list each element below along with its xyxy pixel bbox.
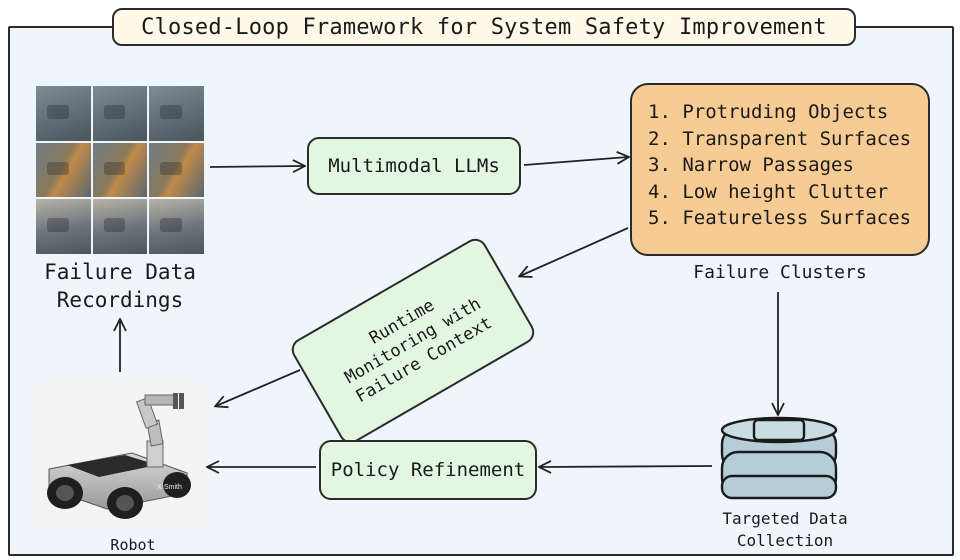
cluster-item: 3. Narrow Passages [648,154,854,176]
cluster-item: 4. Low height Clutter [648,180,889,203]
targeted-data-collection-label: Targeted Data Collection [700,508,870,552]
failure-clusters-label: Failure Clusters [693,262,867,283]
arrow-llm-to-clusters [523,157,628,166]
arrow-recordings-to-llm [209,166,304,167]
failure-recordings-label-line2: Recordings [56,288,184,312]
robot-brand-text: X-Smith [157,484,182,491]
arrow-database-to-policy [540,466,713,467]
arrow-runtime-to-robot [216,369,301,406]
cluster-item: 5. Featureless Surfaces [648,207,912,229]
recording-thumbnail [149,199,204,254]
cluster-item: 2. Transparent Surfaces [648,127,912,150]
multimodal-llms-box: Multimodal LLMs [307,137,521,195]
recording-thumbnail [92,199,148,254]
recording-thumbnail [92,142,148,198]
failure-recordings-label: Failure Data Recordings [20,258,220,314]
collection-line2: Collection [736,531,834,550]
cluster-item: 1. Protruding Objects [648,101,889,123]
arrow-clusters-to-runtime [520,227,629,276]
recording-thumbnail [149,86,204,141]
failure-recordings-image-grid [36,86,204,254]
failure-recordings-label-line1: Failure Data [44,260,196,284]
diagram-title: Closed-Loop Framework for System Safety … [112,8,856,46]
recording-thumbnail [149,142,204,198]
recording-thumbnail [36,142,91,198]
failure-clusters-box: 1. Protruding Objects 2. Transparent Sur… [630,83,930,256]
robot-label: Robot [110,536,156,554]
database-icon [720,416,838,500]
policy-refinement-box: Policy Refinement [319,440,537,500]
recording-thumbnail [36,86,91,141]
robot-illustration: X-Smith [47,393,191,519]
recording-thumbnail [92,86,148,141]
recording-thumbnail [36,199,91,254]
collection-line1: Targeted Data [722,509,848,528]
robot-image: X-Smith [37,381,203,529]
